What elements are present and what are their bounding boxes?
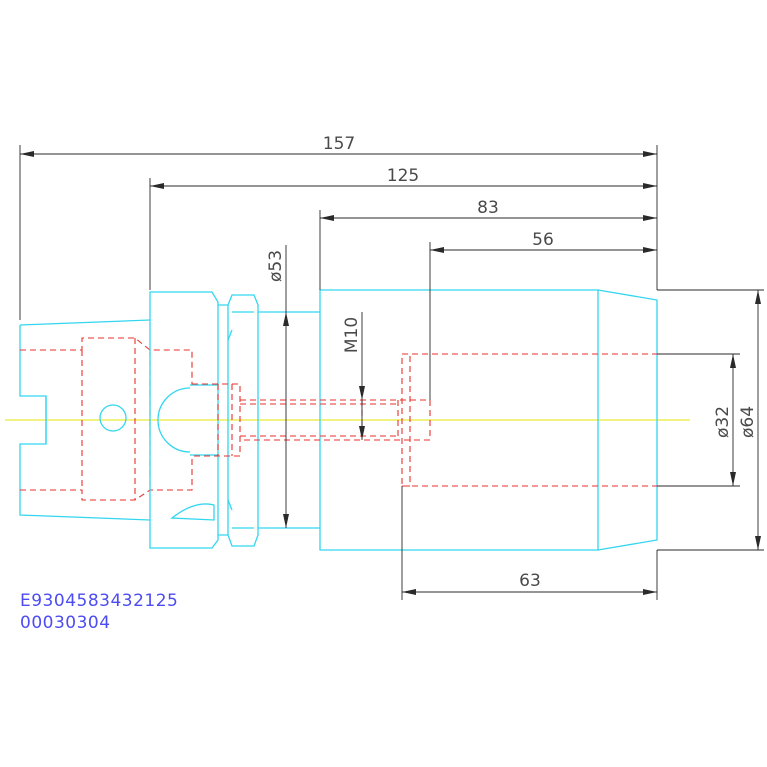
dimension-diameter-53 [283,245,289,528]
sub-code: 00030304 [20,613,111,633]
main-body [240,289,658,551]
dimension-157-label: 157 [323,134,355,154]
flange-collar [149,291,320,549]
dimension-diameter-53-label: ø53 [266,250,286,282]
dimension-thread-m10 [359,312,365,440]
dimension-diameter-64-label: ø64 [738,406,758,438]
article-number: E9304583432125 [20,591,179,611]
dimension-83-label: 83 [477,198,499,218]
dimension-63 [401,486,658,600]
dimension-83 [319,210,657,290]
dimension-125 [149,178,657,290]
dimension-56-label: 56 [532,230,554,250]
part-codes: E9304583432125 00030304 [20,590,178,634]
dimension-63-label: 63 [519,571,541,591]
dimension-125-label: 125 [387,166,419,186]
dimension-56 [429,242,657,400]
drive-hole-circle [99,404,127,432]
dimension-diameter-64 [657,289,764,551]
dimension-thread-m10-label: M10 [342,317,362,353]
dimension-diameter-32 [657,353,740,487]
dimension-157 [19,145,658,320]
dimension-diameter-32-label: ø32 [713,406,733,438]
